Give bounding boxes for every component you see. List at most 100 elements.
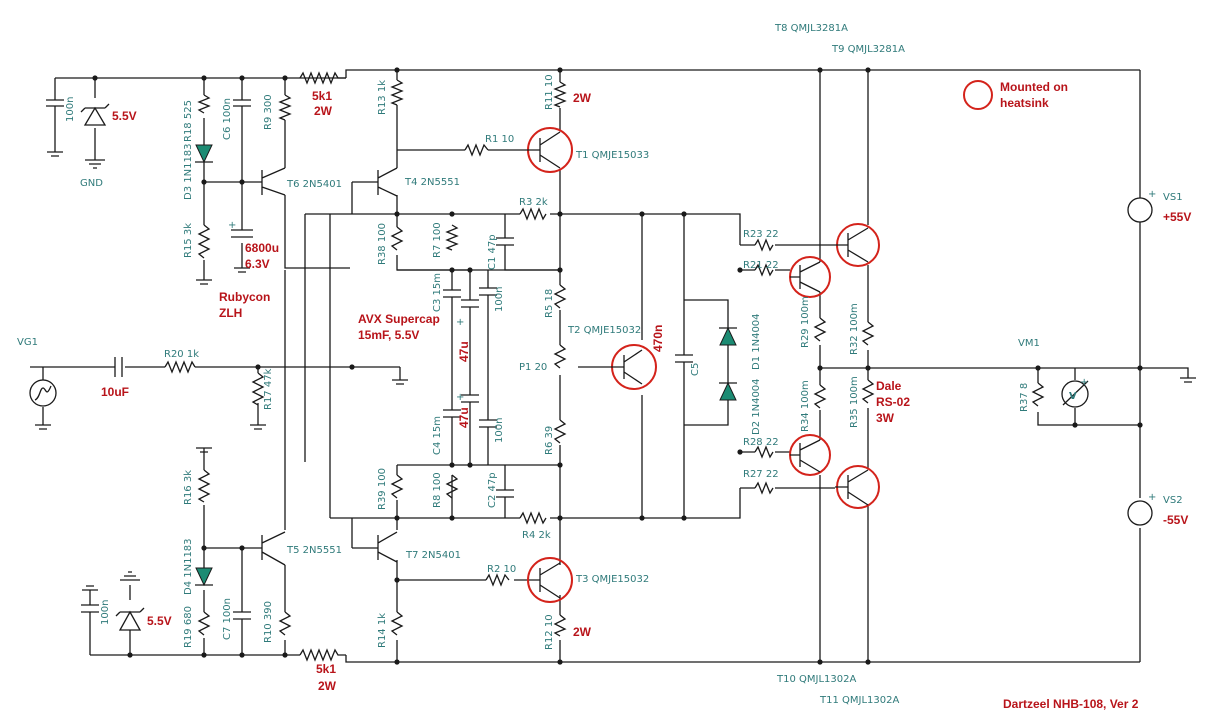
gnd-symbol bbox=[1180, 377, 1196, 383]
vm1-voltmeter bbox=[1061, 380, 1089, 408]
r20-label: R20 1k bbox=[164, 349, 199, 360]
t6-label: T6 2N5401 bbox=[286, 179, 342, 190]
c6800u-capacitor bbox=[231, 229, 253, 238]
d4-diode bbox=[195, 567, 213, 587]
r39-label: R39 100 bbox=[377, 468, 388, 510]
r8-label: R8 100 bbox=[432, 472, 443, 508]
r5-resistor bbox=[553, 284, 567, 309]
r17-resistor bbox=[251, 372, 265, 406]
gnd-symbol bbox=[392, 373, 408, 385]
r29-resistor bbox=[813, 317, 827, 342]
c-100n-mid-bottom-capacitor bbox=[479, 419, 497, 435]
dale-model: RS-02 bbox=[876, 395, 910, 409]
d3-diode bbox=[195, 144, 213, 164]
t3-transistor bbox=[530, 562, 561, 599]
c47u-bottom-plus-sign: + bbox=[456, 392, 464, 403]
r2-label: R2 10 bbox=[487, 564, 516, 575]
zener-top-voltage: 5.5V bbox=[112, 109, 137, 123]
r28-resistor bbox=[754, 445, 774, 459]
transistors bbox=[261, 80, 993, 603]
r37-label: R37 8 bbox=[1019, 383, 1030, 412]
c7-label: C7 100n bbox=[222, 598, 233, 640]
r7-label: R7 100 bbox=[432, 222, 443, 258]
r12-resistor bbox=[553, 614, 567, 637]
gnd-symbol bbox=[120, 571, 140, 581]
r6-resistor bbox=[553, 419, 567, 444]
zener-bottom-diode bbox=[118, 610, 142, 631]
r28-label: R28 22 bbox=[743, 437, 779, 448]
gnd-symbol bbox=[196, 279, 212, 285]
r1-resistor bbox=[464, 143, 489, 157]
schematic-title: Dartzeel NHB-108, Ver 2 bbox=[1003, 697, 1139, 711]
r27-resistor bbox=[754, 481, 774, 495]
t5-transistor bbox=[261, 531, 286, 566]
dale-brand: Dale bbox=[876, 379, 902, 393]
p1-label: P1 20 bbox=[519, 362, 547, 373]
heatsink-legend-ring bbox=[963, 80, 993, 110]
r27-label: R27 22 bbox=[743, 469, 779, 480]
t4-transistor bbox=[377, 167, 398, 197]
gnd-symbol bbox=[85, 159, 105, 169]
c5-label: C5 bbox=[690, 363, 701, 376]
r38-resistor bbox=[390, 226, 404, 251]
c2-capacitor bbox=[496, 489, 514, 505]
r12-label: R12 10 bbox=[544, 614, 555, 650]
c47u-bottom-value: 47u bbox=[457, 407, 471, 428]
rubycon-series: ZLH bbox=[219, 306, 242, 320]
c47u-top-value: 47u bbox=[457, 341, 471, 362]
d1-label: D1 1N4004 bbox=[751, 313, 762, 370]
vm1-plus-sign: + bbox=[1080, 377, 1088, 388]
r4-resistor bbox=[519, 511, 547, 525]
gnd-symbol bbox=[47, 151, 63, 157]
vg1-signal-source bbox=[29, 379, 57, 407]
r13-label: R13 1k bbox=[377, 80, 388, 115]
r3-resistor bbox=[519, 207, 547, 221]
vg1-label: VG1 bbox=[17, 337, 38, 348]
t2-label: T2 QMJE15032 bbox=[567, 325, 641, 336]
r14-label: R14 1k bbox=[377, 613, 388, 648]
t2-transistor bbox=[610, 349, 643, 385]
r16-resistor bbox=[197, 469, 211, 503]
r18-resistor bbox=[197, 94, 211, 114]
d1-diode bbox=[719, 326, 737, 346]
r20-resistor bbox=[164, 360, 196, 374]
c10u-value: 10uF bbox=[101, 385, 129, 399]
diodes bbox=[80, 103, 737, 631]
t8-label: T8 QMJL3281A bbox=[774, 23, 848, 34]
c6800u-plus-sign: + bbox=[228, 220, 236, 231]
vs2-voltage: -55V bbox=[1163, 513, 1188, 527]
c-100n-mid-bottom-label: 100n bbox=[494, 418, 505, 443]
d2-label: D2 1N4004 bbox=[751, 378, 762, 435]
r39-resistor bbox=[390, 474, 404, 499]
t5-label: T5 2N5551 bbox=[286, 545, 342, 556]
c-100n-bottom-capacitor bbox=[81, 604, 99, 625]
grounds bbox=[35, 151, 1196, 591]
t9-transistor bbox=[835, 227, 869, 263]
t10-label: T10 QMJL1302A bbox=[776, 674, 856, 685]
vm1-label: VM1 bbox=[1018, 338, 1040, 349]
zener-bottom-voltage: 5.5V bbox=[147, 614, 172, 628]
avx-supercap-label: AVX Supercap bbox=[358, 312, 440, 326]
gnd-symbol bbox=[250, 424, 266, 430]
r38-label: R38 100 bbox=[377, 223, 388, 265]
r29-label: R29 100m bbox=[800, 296, 811, 348]
c4-capacitor bbox=[443, 409, 461, 425]
r9-resistor bbox=[278, 94, 292, 121]
sources bbox=[29, 197, 1153, 526]
r34-label: R34 100m bbox=[800, 380, 811, 432]
annotations: 5.5V 5.5V 5k1 2W 5k1 2W 2W 2W 6800u 6.3V… bbox=[101, 80, 1191, 711]
d4-label: D4 1N1183 bbox=[183, 538, 194, 595]
r23-resistor bbox=[754, 238, 774, 252]
r11-label: R11 10 bbox=[544, 74, 555, 110]
t11-transistor bbox=[835, 469, 869, 506]
rubycon-brand: Rubycon bbox=[219, 290, 270, 304]
gnd-symbol bbox=[35, 424, 51, 430]
r10-label: R10 390 bbox=[263, 601, 274, 643]
c1-label: C1 47p bbox=[487, 234, 498, 270]
c3-label: C3 15m bbox=[432, 273, 443, 312]
c3-capacitor bbox=[443, 289, 461, 305]
c-100n-mid-top-label: 100n bbox=[494, 287, 505, 312]
c47u-top-plus-sign: + bbox=[456, 317, 464, 328]
resistors bbox=[164, 71, 1045, 662]
heatsink-note-line2: heatsink bbox=[1000, 96, 1049, 110]
